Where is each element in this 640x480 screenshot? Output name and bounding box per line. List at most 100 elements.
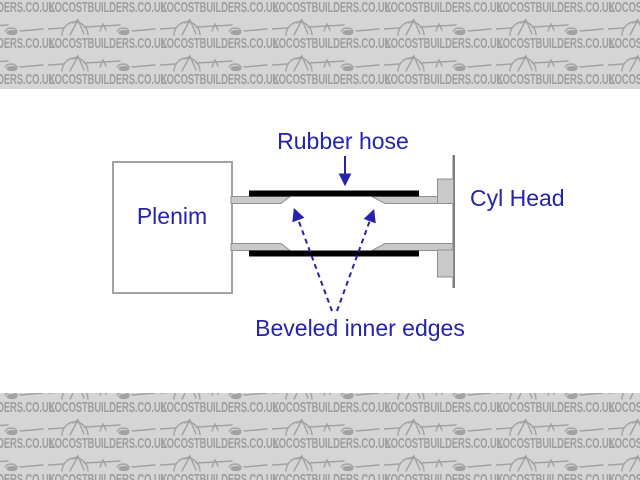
locost-car-watermark-icon	[272, 54, 380, 72]
watermark-tile: LOCOSTBUILDERS.CO.UK	[0, 0, 55, 18]
watermark-text: LOCOSTBUILDERS.CO.UK	[49, 435, 168, 452]
watermark-tile: LOCOSTBUILDERS.CO.UK	[384, 0, 503, 18]
watermark-text: LOCOSTBUILDERS.CO.UK	[385, 399, 504, 416]
watermark-tile: LOCOSTBUILDERS.CO.UK	[496, 393, 615, 418]
watermark-tile: LOCOSTBUILDERS.CO.UK	[48, 393, 167, 418]
watermark-tile: LOCOSTBUILDERS.CO.UK	[608, 454, 640, 480]
locost-car-watermark-icon	[160, 18, 268, 36]
watermark-text: LOCOSTBUILDERS.CO.UK	[273, 435, 392, 452]
locost-car-watermark-icon	[384, 418, 492, 436]
watermark-tile: LOCOSTBUILDERS.CO.UK	[384, 418, 503, 454]
pipe-bottom-left-wall	[230, 243, 292, 251]
watermark-text: LOCOSTBUILDERS.CO.UK	[49, 399, 168, 416]
locost-car-watermark-icon	[48, 418, 156, 436]
head-flange-bottom	[437, 249, 454, 278]
plenum-box	[112, 161, 233, 294]
watermark-text: LOCOSTBUILDERS.CO.UK	[161, 435, 280, 452]
watermark-text: LOCOSTBUILDERS.CO.UK	[497, 71, 616, 88]
watermark-text: LOCOSTBUILDERS.CO.UK	[49, 471, 168, 480]
locost-car-watermark-icon	[272, 393, 380, 400]
watermark-tile: LOCOSTBUILDERS.CO.UK	[0, 418, 55, 454]
watermark-tile: LOCOSTBUILDERS.CO.UK	[272, 454, 391, 480]
watermark-tile: LOCOSTBUILDERS.CO.UK	[272, 18, 391, 54]
locost-car-watermark-icon	[0, 460, 44, 472]
locost-car-watermark-icon	[0, 424, 44, 436]
watermark-text: LOCOSTBUILDERS.CO.UK	[497, 471, 616, 480]
watermark-tile: LOCOSTBUILDERS.CO.UK	[160, 418, 279, 454]
watermark-tile: LOCOSTBUILDERS.CO.UK	[0, 393, 55, 418]
watermark-text: LOCOSTBUILDERS.CO.UK	[385, 435, 504, 452]
watermark-tile: LOCOSTBUILDERS.CO.UK	[48, 418, 167, 454]
watermark-tile: LOCOSTBUILDERS.CO.UK	[496, 0, 615, 18]
plenum-label: Plenim	[136, 203, 208, 229]
watermark-tile: LOCOSTBUILDERS.CO.UK	[272, 0, 391, 18]
locost-car-watermark-icon	[48, 18, 156, 36]
watermark-tile: LOCOSTBUILDERS.CO.UK	[608, 393, 640, 418]
watermark-text: LOCOSTBUILDERS.CO.UK	[0, 399, 56, 416]
rubber-hose-label: Rubber hose	[277, 128, 409, 154]
locost-car-watermark-icon	[496, 454, 604, 472]
watermark-text: LOCOSTBUILDERS.CO.UK	[161, 71, 280, 88]
watermark-text: LOCOSTBUILDERS.CO.UK	[609, 399, 640, 416]
watermark-text: LOCOSTBUILDERS.CO.UK	[49, 71, 168, 88]
watermark-tile: LOCOSTBUILDERS.CO.UK	[0, 454, 55, 480]
watermark-text: LOCOSTBUILDERS.CO.UK	[385, 71, 504, 88]
watermark-tile: LOCOSTBUILDERS.CO.UK	[160, 454, 279, 480]
bevel-arrow-right	[336, 208, 376, 312]
watermark-tile: LOCOSTBUILDERS.CO.UK	[0, 54, 55, 89]
locost-car-watermark-icon	[160, 393, 268, 400]
watermark-tile: LOCOSTBUILDERS.CO.UK	[384, 54, 503, 89]
watermark-tile: LOCOSTBUILDERS.CO.UK	[384, 18, 503, 54]
watermark-text: LOCOSTBUILDERS.CO.UK	[0, 471, 56, 480]
watermark-text: LOCOSTBUILDERS.CO.UK	[161, 471, 280, 480]
locost-car-watermark-icon	[608, 18, 640, 36]
watermark-tile: LOCOSTBUILDERS.CO.UK	[48, 54, 167, 89]
watermark-text: LOCOSTBUILDERS.CO.UK	[49, 35, 168, 52]
watermark-text: LOCOSTBUILDERS.CO.UK	[0, 71, 56, 88]
watermark-text: LOCOSTBUILDERS.CO.UK	[273, 35, 392, 52]
watermark-text: LOCOSTBUILDERS.CO.UK	[49, 0, 168, 16]
watermark-tile: LOCOSTBUILDERS.CO.UK	[496, 454, 615, 480]
watermark-tile: LOCOSTBUILDERS.CO.UK	[48, 18, 167, 54]
watermark-text: LOCOSTBUILDERS.CO.UK	[0, 35, 56, 52]
locost-car-watermark-icon	[160, 454, 268, 472]
locost-car-watermark-icon	[0, 24, 44, 36]
locost-car-watermark-icon	[384, 393, 492, 400]
watermark-tile: LOCOSTBUILDERS.CO.UK	[608, 54, 640, 89]
locost-car-watermark-icon	[272, 454, 380, 472]
locost-car-watermark-icon	[608, 393, 634, 400]
pipe-bottom-right-wall	[371, 243, 454, 251]
watermark-text: LOCOSTBUILDERS.CO.UK	[273, 471, 392, 480]
watermark-text: LOCOSTBUILDERS.CO.UK	[609, 435, 640, 452]
cyl-head-face-line	[452, 155, 455, 288]
locost-car-watermark-icon	[496, 393, 604, 400]
watermark-text: LOCOSTBUILDERS.CO.UK	[497, 0, 616, 16]
head-flange-top	[437, 178, 454, 204]
watermark-text: LOCOSTBUILDERS.CO.UK	[161, 0, 280, 16]
locost-car-watermark-icon	[4, 393, 44, 400]
locost-car-watermark-icon	[48, 393, 156, 400]
watermark-tile: LOCOSTBUILDERS.CO.UK	[160, 54, 279, 89]
locost-car-watermark-icon	[48, 454, 156, 472]
pipe-top-left-wall	[230, 196, 292, 204]
locost-car-watermark-icon	[272, 18, 380, 36]
watermark-tile: LOCOSTBUILDERS.CO.UK	[0, 18, 55, 54]
locost-car-watermark-icon	[608, 454, 640, 472]
watermark-tile: LOCOSTBUILDERS.CO.UK	[272, 418, 391, 454]
watermark-tile: LOCOSTBUILDERS.CO.UK	[496, 18, 615, 54]
watermark-text: LOCOSTBUILDERS.CO.UK	[497, 435, 616, 452]
watermark-text: LOCOSTBUILDERS.CO.UK	[609, 71, 640, 88]
locost-car-watermark-icon	[272, 418, 380, 436]
locost-car-watermark-icon	[496, 18, 604, 36]
watermark-tile: LOCOSTBUILDERS.CO.UK	[608, 418, 640, 454]
locost-car-watermark-icon	[48, 54, 156, 72]
watermark-tile: LOCOSTBUILDERS.CO.UK	[272, 54, 391, 89]
cyl-head-label: Cyl Head	[470, 185, 565, 211]
watermark-tile: LOCOSTBUILDERS.CO.UK	[608, 0, 640, 18]
locost-car-watermark-icon	[0, 60, 44, 72]
watermark-text: LOCOSTBUILDERS.CO.UK	[609, 471, 640, 480]
watermark-tile: LOCOSTBUILDERS.CO.UK	[160, 393, 279, 418]
watermark-band-bottom: LOCOSTBUILDERS.CO.UK LOCOSTBUILDERS.CO.U…	[0, 393, 640, 480]
locost-car-watermark-icon	[384, 454, 492, 472]
